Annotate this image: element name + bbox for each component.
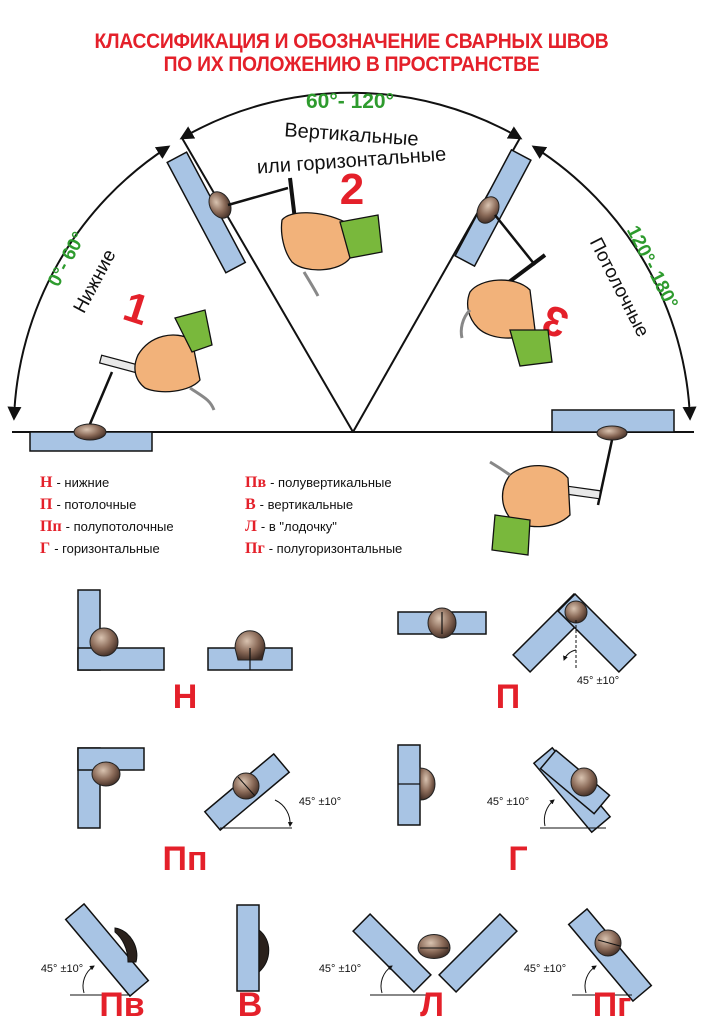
joint-pg-code: Пг	[593, 986, 632, 1024]
legend-left-2: Пп- полупотолочные	[40, 518, 174, 536]
joint-pp-angle: 45° ±10°	[299, 796, 341, 808]
legend-code: В	[245, 496, 256, 513]
illustration-position-1	[29, 309, 216, 452]
legend-desc: - потолочные	[56, 497, 137, 512]
joint-v-code: В	[238, 986, 263, 1024]
arc-ceiling	[531, 145, 697, 421]
legend-left-0: Н- нижние	[40, 474, 109, 492]
joint-g-code: Г	[508, 840, 527, 878]
number-1: 1	[118, 282, 155, 334]
legend-desc: - горизонтальные	[54, 541, 160, 556]
legend-code: Г	[40, 540, 51, 557]
joint-p-angle: 45° ±10°	[577, 675, 619, 687]
joint-v: В	[236, 904, 270, 1024]
joint-p-code: П	[496, 678, 520, 716]
sector-line-left	[181, 137, 354, 433]
joint-pg: 45° ±10° Пг	[524, 907, 653, 1024]
legend-desc: - полупотолочные	[65, 519, 174, 534]
legend-code: Пв	[245, 474, 267, 491]
legend-desc: - нижние	[56, 475, 110, 490]
joint-l: 45° ±10° Л	[319, 913, 518, 1024]
illustration-position-3	[454, 148, 553, 367]
legend-right-3: Пг- полугоризонтальные	[245, 540, 402, 558]
joint-pv: 45° ±10° Пв	[41, 902, 150, 1024]
legend-right-1: В- вертикальные	[245, 496, 353, 514]
joint-pv-code: Пв	[99, 986, 144, 1024]
illustration-position-ceiling	[489, 409, 675, 556]
range-vertical: 60°- 120°	[306, 90, 394, 113]
joint-n: Н	[77, 589, 293, 716]
joint-g-angle: 45° ±10°	[487, 796, 529, 808]
legend-code: Н	[40, 474, 53, 491]
number-2: 2	[340, 165, 364, 214]
legend-desc: - в "лодочку"	[260, 519, 337, 534]
joint-p: 45° ±10° П	[397, 593, 637, 716]
legend-code: Л	[245, 518, 257, 535]
arc-vertical	[179, 91, 523, 140]
legend-desc: - вертикальные	[259, 497, 354, 512]
joint-pv-angle: 45° ±10°	[41, 963, 83, 975]
legend-right-0: Пв- полувертикальные	[245, 474, 392, 492]
legend-code: Пг	[245, 540, 265, 557]
joint-g: 45° ±10° Г	[397, 744, 612, 878]
joint-pg-angle: 45° ±10°	[524, 963, 566, 975]
legend-desc: - полувертикальные	[270, 475, 392, 490]
legend-desc: - полугоризонтальные	[268, 541, 403, 556]
poster-title-line1: КЛАССИФИКАЦИЯ И ОБОЗНАЧЕНИЕ СВАРНЫХ ШВОВ	[94, 30, 609, 53]
legend-code: П	[40, 496, 53, 513]
legend-code: Пп	[40, 518, 62, 535]
legend-left-1: П- потолочные	[40, 496, 136, 514]
illustration-position-2	[166, 151, 383, 297]
legend-left-3: Г- горизонтальные	[40, 540, 160, 558]
legend-right-2: Л- в "лодочку"	[245, 518, 337, 536]
joint-pp: 45° ±10° Пп	[77, 747, 341, 878]
joint-pp-code: Пп	[163, 840, 208, 878]
joint-l-angle: 45° ±10°	[319, 963, 361, 975]
poster-title-line2: ПО ИХ ПОЛОЖЕНИЮ В ПРОСТРАНСТВЕ	[163, 53, 540, 76]
joint-n-code: Н	[173, 678, 198, 716]
joint-l-code: Л	[420, 986, 444, 1024]
arc-lower	[7, 145, 171, 421]
